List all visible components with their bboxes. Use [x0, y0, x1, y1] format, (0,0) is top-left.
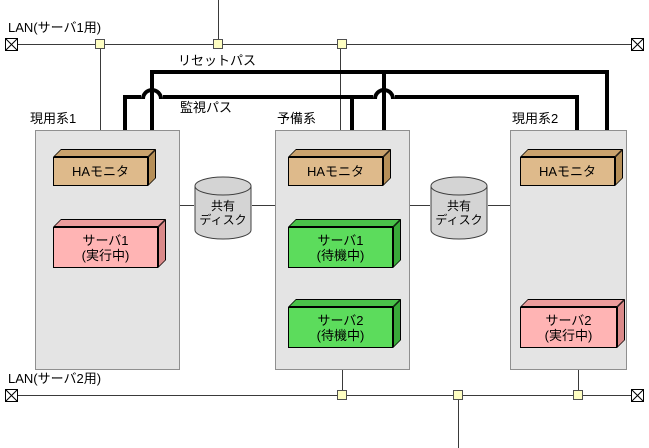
shared-disk-label: 共有 ディスク [199, 199, 247, 227]
lan2-drop-standby-line [342, 370, 343, 395]
server-state: (実行中) [81, 247, 130, 263]
server-name: サーバ1 [317, 232, 364, 248]
reset-path-label: リセットパス [178, 53, 257, 68]
server-state: (待機中) [316, 247, 365, 263]
monitor-path-label: 監視パス [180, 100, 233, 115]
box-top-face [53, 149, 156, 157]
ha-monitor-label: HAモニタ [538, 164, 597, 179]
box-front-face: HAモニタ [53, 157, 148, 186]
box-front-face: サーバ1 (実行中) [53, 227, 158, 268]
ha-monitor-label: HAモニタ [306, 164, 365, 179]
monitor-path-drop-active1 [123, 95, 127, 131]
disk-link-line [180, 205, 194, 206]
server-name: サーバ1 [82, 232, 129, 248]
lan-node [337, 390, 347, 400]
box-top-face [288, 299, 401, 307]
box-right-face [393, 299, 401, 348]
disk-link-line [252, 205, 275, 206]
line-hop [373, 88, 395, 99]
box-top-face [288, 149, 391, 157]
box-top-face [520, 299, 625, 307]
monitor-path-drop-standby [350, 95, 354, 131]
lan2-label: LAN(サーバ2用) [8, 371, 102, 386]
server-name: サーバ2 [545, 312, 592, 328]
lan2-right-terminator-icon [631, 389, 644, 402]
disk-link-line [410, 205, 430, 206]
monitor-path-line [123, 95, 141, 99]
lan1-left-terminator-icon [5, 38, 18, 51]
box-front-face: HAモニタ [520, 157, 615, 186]
server-state: (実行中) [544, 327, 593, 343]
cylinder-shape [194, 176, 252, 240]
reset-path-drop-standby [382, 70, 386, 131]
monitor-path-line [163, 95, 373, 99]
system-label-active1: 現用系1 [30, 111, 77, 126]
lan-node [573, 390, 583, 400]
reset-path-drop-active2 [605, 70, 609, 131]
ha-monitor-label: HAモニタ [71, 164, 130, 179]
box-top-face [520, 149, 623, 157]
lan2-left-terminator-icon [5, 389, 18, 402]
system-label-active2: 現用系2 [512, 111, 559, 126]
box-front-face: サーバ2 (実行中) [520, 307, 617, 348]
lan-node [453, 390, 463, 400]
lan-node [95, 39, 105, 49]
lan1-offscreen-link-line [218, 0, 219, 44]
lan1-label: LAN(サーバ1用) [8, 20, 102, 35]
box-right-face [617, 299, 625, 348]
line-hop [141, 88, 163, 99]
lan2-offscreen-link-line [458, 395, 459, 448]
reset-path-line [150, 70, 609, 74]
box-top-face [53, 219, 166, 227]
lan-node [213, 39, 223, 49]
lan1-right-terminator-icon [631, 38, 644, 51]
server-name: サーバ2 [317, 312, 364, 328]
lan-node [337, 39, 347, 49]
box-front-face: HAモニタ [288, 157, 383, 186]
box-right-face [393, 219, 401, 268]
box-top-face [288, 219, 401, 227]
disk-link-line [488, 205, 510, 206]
monitor-path-line [395, 95, 579, 99]
shared-disk-cylinder: 共有 ディスク [430, 176, 488, 245]
box-right-face [158, 219, 166, 268]
reset-path-drop-active1 [150, 70, 154, 131]
server-state: (待機中) [316, 327, 365, 343]
system-label-standby: 予備系 [277, 111, 317, 126]
shared-disk-cylinder: 共有 ディスク [194, 176, 252, 245]
box-front-face: サーバ2 (待機中) [288, 307, 393, 348]
monitor-path-drop-active2 [575, 95, 579, 131]
lan2-line [18, 395, 631, 396]
box-front-face: サーバ1 (待機中) [288, 227, 393, 268]
cylinder-shape [430, 176, 488, 240]
lan1-drop-standby-line [340, 44, 341, 130]
lan1-line [18, 44, 631, 45]
lan2-drop-active2-line [578, 370, 579, 395]
shared-disk-label: 共有 ディスク [435, 199, 483, 227]
lan1-drop-active1-line [100, 44, 101, 130]
